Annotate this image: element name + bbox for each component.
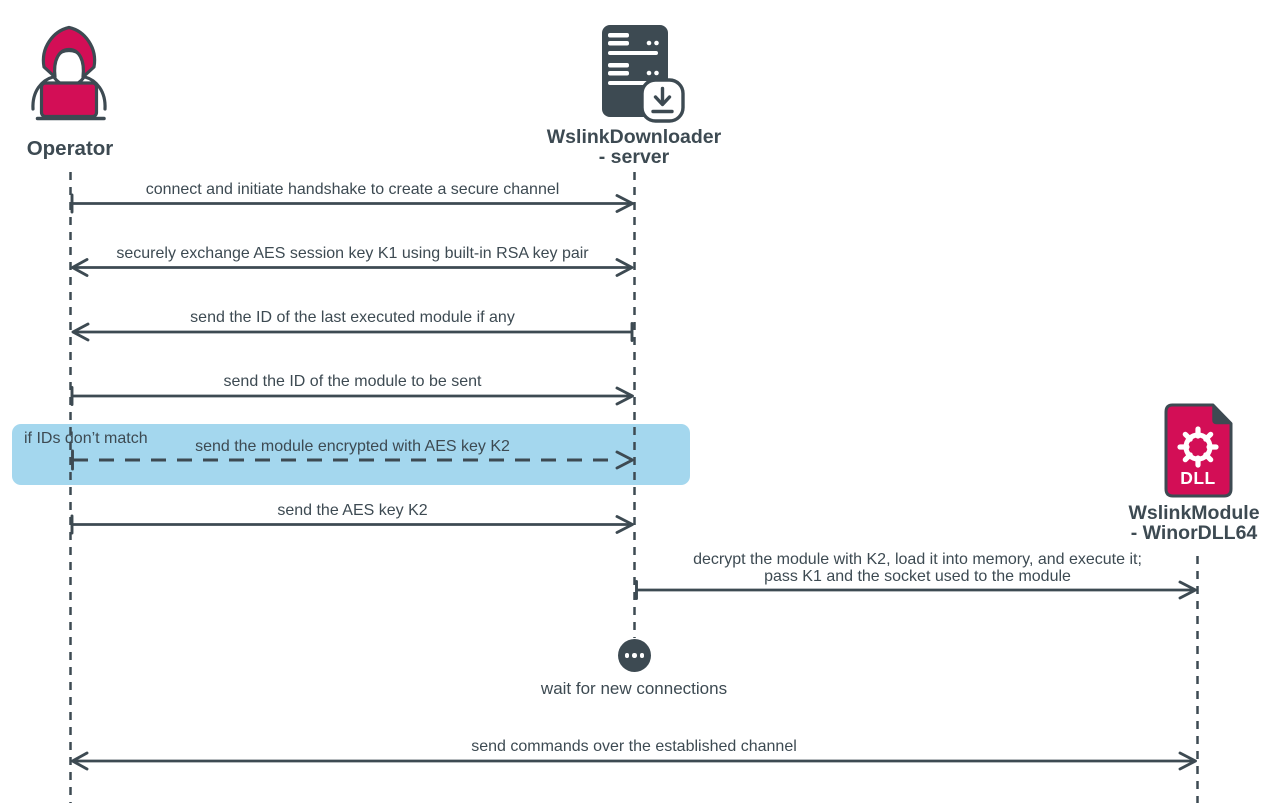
actor-label-operator: Operator — [26, 137, 114, 160]
message-label-5: send the module encrypted with AES key K… — [195, 438, 510, 455]
message-arrow-6 — [70, 514, 634, 535]
message-label-7-line1: decrypt the module with K2, load it into… — [693, 551, 1142, 568]
message-arrow-2 — [71, 258, 634, 277]
message-arrow-3 — [71, 322, 634, 342]
operator-hacker-icon — [31, 25, 107, 121]
wait-ellipsis-icon — [618, 639, 651, 672]
wait-note-label: wait for new connections — [540, 679, 728, 698]
actor-label-module-line1: WslinkModule — [1128, 502, 1260, 524]
message-label-4: send the ID of the module to be sent — [223, 373, 482, 390]
gear-icon — [1177, 426, 1219, 468]
actor-label-downloader-line2: - server — [598, 145, 670, 168]
message-arrow-7 — [635, 580, 1197, 600]
dll-badge-text: DLL — [1180, 468, 1216, 488]
actor-label-downloader-line1: WslinkDownloader — [546, 126, 722, 148]
message-label-3: send the ID of the last executed module … — [190, 309, 515, 326]
message-arrow-1 — [70, 193, 634, 214]
actor-label-module: WslinkModule - WinorDLL64 — [1074, 502, 1280, 544]
dll-file-icon: DLL — [1164, 403, 1233, 498]
message-label-7: decrypt the module with K2, load it into… — [634, 551, 1201, 585]
message-label-8: send commands over the established chann… — [471, 738, 797, 755]
actor-label-module-line2: - WinorDLL64 — [1130, 521, 1258, 544]
message-arrow-5 — [71, 449, 634, 471]
message-arrow-4 — [70, 386, 634, 406]
message-label-6: send the AES key K2 — [277, 502, 428, 519]
message-arrow-8 — [71, 751, 1197, 771]
actor-label-downloader: WslinkDownloader - server — [519, 126, 749, 168]
server-download-icon — [602, 25, 685, 123]
condition-box — [12, 424, 690, 485]
message-label-7-line2: pass K1 and the socket used to the modul… — [764, 568, 1071, 585]
message-label-2: securely exchange AES session key K1 usi… — [116, 245, 589, 262]
message-label-1: connect and initiate handshake to create… — [145, 181, 560, 198]
condition-label: if IDs don’t match — [24, 430, 148, 447]
